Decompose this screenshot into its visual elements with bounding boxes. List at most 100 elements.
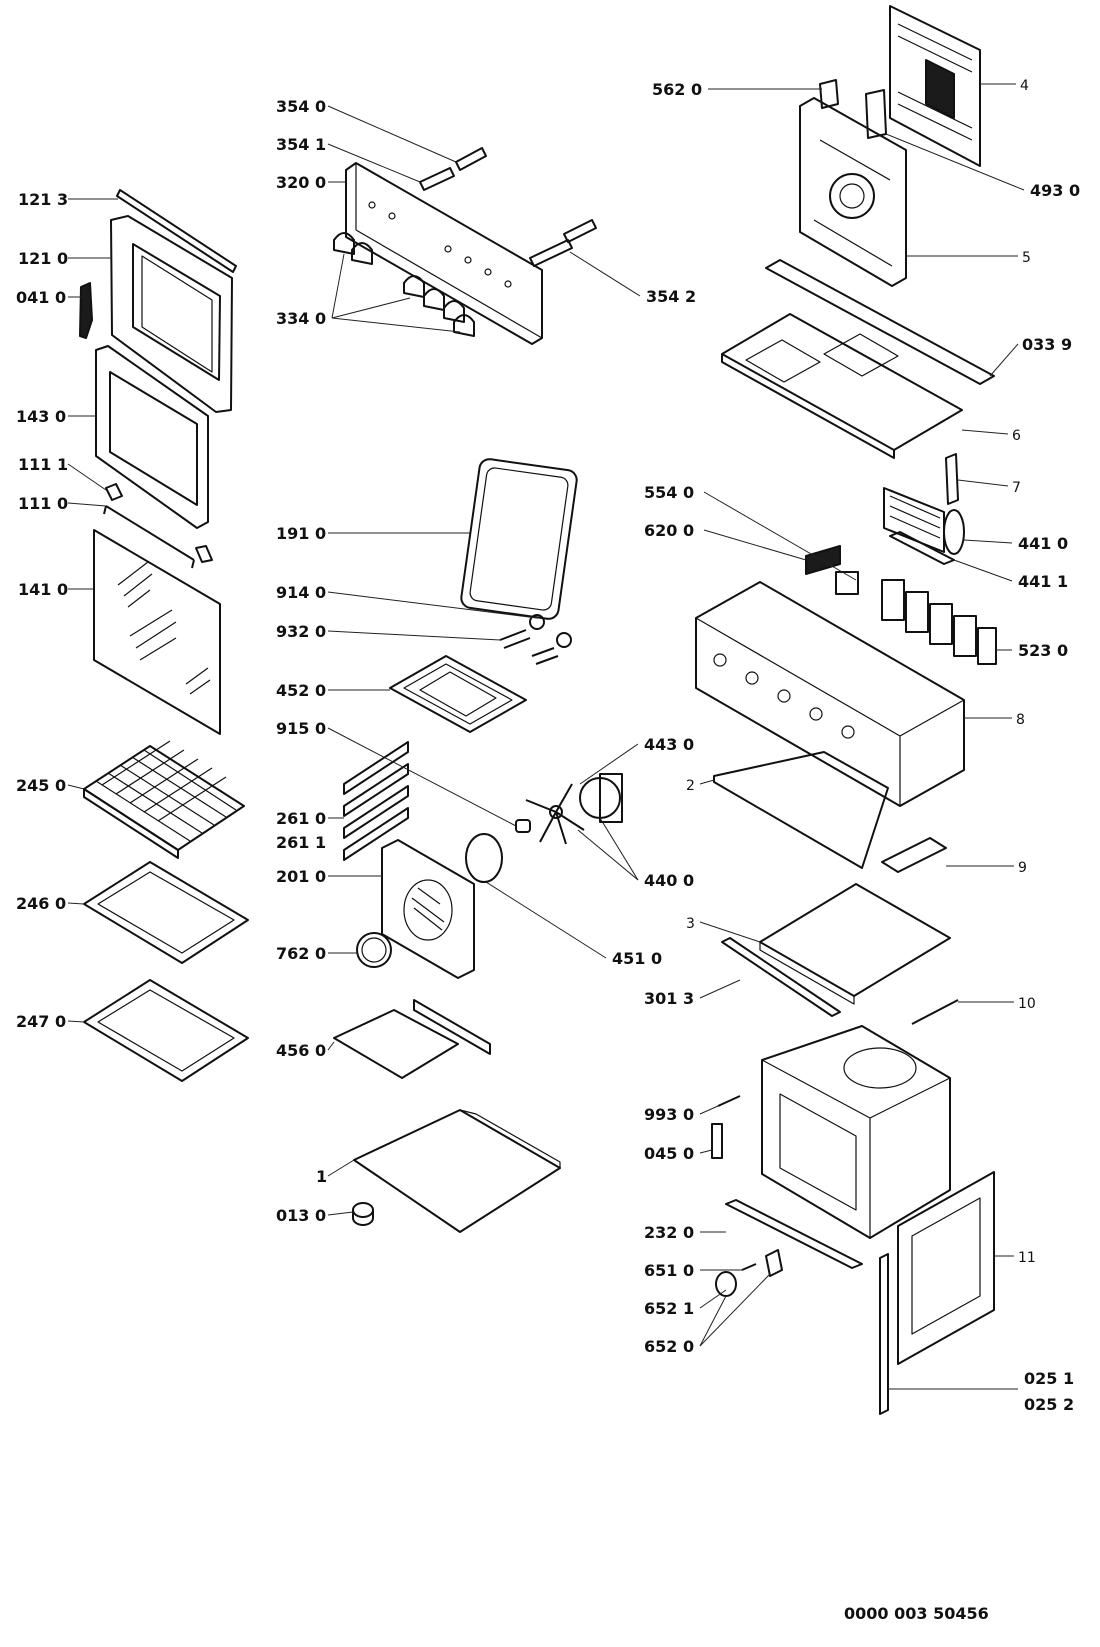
label-025-2: 025 2 [1024,1395,1074,1414]
leader-lines [67,83,1025,1390]
label-232-0: 232 0 [644,1223,694,1242]
control-switches [881,579,997,665]
label-440-0: 440 0 [644,871,694,890]
label-261-1: 261 1 [276,833,326,852]
oven-rack [83,740,245,859]
label-320-0: 320 0 [276,173,326,192]
element-spring [499,629,559,665]
door-outer-glass [93,529,221,735]
top-cover-plate [721,313,963,459]
label-451-0: 451 0 [612,949,662,968]
label-4: 4 [1020,78,1029,94]
label-915-0: 915 0 [276,719,326,738]
label-033-9: 033 9 [1022,335,1072,354]
label-8: 8 [1016,712,1025,728]
label-025-1: 025 1 [1024,1369,1074,1388]
fan-guard-ring [465,833,503,883]
label-652-1: 652 1 [644,1299,694,1318]
label-562-0: 562 0 [652,80,702,99]
label-452-0: 452 0 [276,681,326,700]
control-panel-fascia [345,162,543,345]
cavity-floor-panel [353,1109,561,1233]
label-443-0: 443 0 [644,735,694,754]
front-trim-strip [725,1199,863,1269]
label-993-0: 993 0 [644,1105,694,1124]
door-hinge [79,282,93,339]
relay [835,571,859,595]
label-301-3: 301 3 [644,989,694,1008]
label-9: 9 [1018,860,1027,876]
latch-bracket [711,1123,723,1159]
terminal-block [805,545,841,575]
label-111-1: 111 1 [18,455,68,474]
label-7: 7 [1012,480,1021,496]
shelf-runner-upper [343,741,409,861]
label-11: 11 [1018,1250,1036,1266]
label-6: 6 [1012,428,1021,444]
label-121-3: 121 3 [18,190,68,209]
element-bushing [529,614,572,648]
label-914-0: 914 0 [276,583,326,602]
oven-door-seal [460,458,578,620]
label-261-0: 261 0 [276,809,326,828]
label-354-1: 354 1 [276,135,326,154]
grill-element [389,655,527,733]
insulation-strip [765,259,995,385]
label-493-0: 493 0 [1030,181,1080,200]
roasting-pan [83,979,249,1082]
foot [352,1202,374,1226]
control-knobs [333,232,475,337]
bottom-element [333,999,491,1079]
callout-labels: 121 3 121 0 041 0 143 0 111 1 111 0 141 … [16,78,1080,1414]
side-rail [721,937,841,1017]
label-456-0: 456 0 [276,1041,326,1060]
fan-housing-panel [799,97,907,287]
label-1: 1 [316,1167,327,1186]
baking-tray [83,861,249,964]
label-554-0: 554 0 [644,483,694,502]
control-knob-spindle-mid [419,167,455,191]
knob-part [765,1249,783,1277]
label-523-0: 523 0 [1018,641,1068,660]
label-041-0: 041 0 [16,288,66,307]
fan-nut [515,819,531,833]
door-handle [103,505,213,569]
door-glass-clip-left [105,483,123,501]
fan-blade [525,783,585,845]
diagram-reference-number: 0000 003 50456 [844,1604,989,1623]
door-inner-glass [95,345,209,529]
door-inner-frame [110,215,233,413]
control-knob-bottom [715,1271,737,1297]
oven-cavity [761,1025,951,1239]
door-top-trim [116,189,237,273]
thin-rod [911,999,959,1025]
label-201-0: 201 0 [276,867,326,886]
rear-panel [381,839,475,979]
fan-motor [579,773,623,823]
label-5: 5 [1022,250,1031,266]
lamp-cover [356,932,392,968]
rear-cover-panel [889,5,981,167]
cooling-duct-bracket [945,453,959,505]
label-334-0: 334 0 [276,309,326,328]
label-191-0: 191 0 [276,524,326,543]
label-620-0: 620 0 [644,521,694,540]
door-side-strip [879,1253,889,1415]
thermostat-cutout [865,89,887,139]
latch-pin [741,1263,757,1271]
small-bracket [881,837,947,873]
label-762-0: 762 0 [276,944,326,963]
screw [717,1095,741,1107]
label-354-2: 354 2 [646,287,696,306]
label-143-0: 143 0 [16,407,66,426]
side-duct-left [713,751,889,869]
label-013-0: 013 0 [276,1206,326,1225]
label-652-0: 652 0 [644,1337,694,1356]
label-141-0: 141 0 [18,580,68,599]
control-panel-housing [695,581,965,807]
cooling-fan [883,487,965,555]
label-2: 2 [686,778,695,794]
label-246-0: 246 0 [16,894,66,913]
door-frame-right [897,1171,995,1365]
